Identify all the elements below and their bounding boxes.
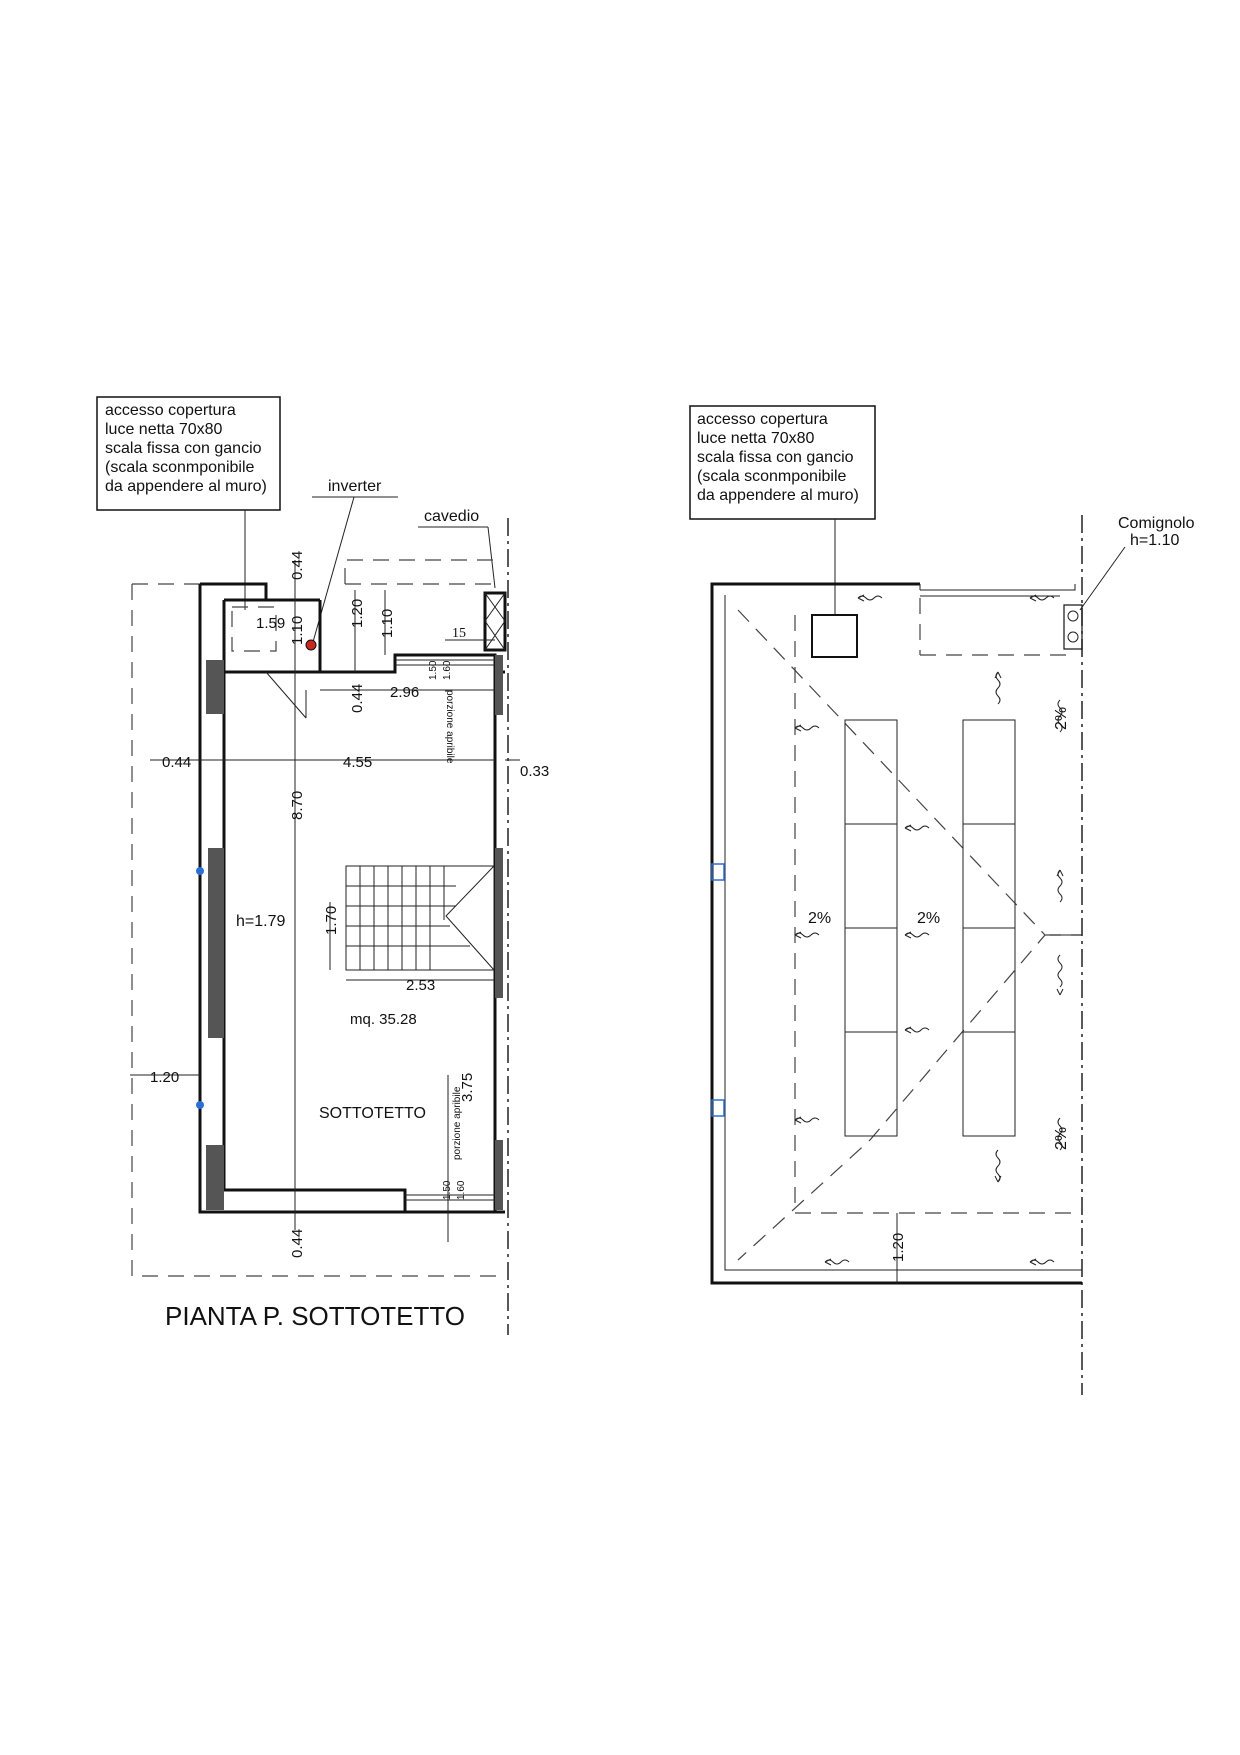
dim-1-10-a: 1.10 [289, 616, 306, 645]
left-blue-marker-2 [196, 1101, 204, 1109]
cavedio-label: cavedio [424, 508, 479, 525]
dim-1-60-top: 1.60 [442, 660, 453, 680]
cavedio-box [483, 591, 507, 652]
area-label: mq. 35.28 [350, 1011, 417, 1028]
dim-1-20-left: 1.20 [150, 1069, 179, 1086]
dim-2-53: 2.53 [406, 977, 435, 994]
left-dimension-lines [130, 560, 520, 1242]
dim-8-70: 8.70 [289, 791, 306, 820]
left-access-note-line2: luce netta 70x80 [105, 421, 223, 438]
chimney-box [1063, 604, 1083, 650]
pv-panels-column-1 [844, 719, 898, 1137]
roof-dim-1-20: 1.20 [890, 1233, 907, 1262]
dim-0-44-bot: 0.44 [289, 1229, 306, 1258]
porzione-apribile-bot: porzione apribile [452, 1086, 463, 1160]
dim-1-20: 1.20 [349, 599, 366, 628]
right-wall-hatch-3 [495, 1140, 503, 1210]
right-wall-hatch-2 [495, 848, 503, 998]
right-blue-marker-1 [711, 863, 725, 881]
left-wall-hatch-2 [208, 848, 224, 1038]
staircase [345, 865, 495, 971]
right-access-note-box [689, 405, 876, 520]
dim-2-96: 2.96 [390, 684, 419, 701]
terrace-dashed [344, 559, 495, 585]
dim-1-10-b: 1.10 [379, 609, 396, 638]
dim-15: 15 [452, 626, 466, 641]
inverter-marker [305, 639, 317, 651]
dim-1-50-top: 1.50 [428, 660, 439, 680]
pv-panels-column-2 [962, 719, 1016, 1137]
left-access-note-line1: accesso copertura [105, 402, 236, 419]
dim-0-33: 0.33 [520, 763, 549, 780]
right-access-note-line2: luce netta 70x80 [697, 430, 815, 447]
left-hatch-outline [231, 606, 277, 652]
right-access-note-line1: accesso copertura [697, 411, 828, 428]
chimney-label-1: Comignolo [1118, 515, 1195, 532]
roof-dashed-perimeter [794, 598, 1082, 1214]
left-access-note-line3: scala fissa con gancio [105, 440, 262, 457]
roof-access-hatch [811, 614, 858, 658]
bottom-window [405, 1194, 495, 1201]
dim-1-70: 1.70 [323, 906, 340, 935]
left-door-swing-a [265, 671, 307, 719]
inverter-label: inverter [328, 478, 382, 495]
slope-label-4: 2% [1053, 1127, 1070, 1150]
dim-3-75: 3.75 [459, 1073, 476, 1102]
slope-label-1: 2% [808, 910, 831, 927]
right-wall-hatch-1 [495, 655, 503, 715]
chimney-leader [1079, 546, 1126, 611]
dim-0-44-mid: 0.44 [349, 684, 366, 713]
slope-label-2: 2% [917, 910, 940, 927]
left-wall-hatch-3 [206, 1145, 224, 1210]
dim-1-50-bot: 1.50 [442, 1180, 453, 1200]
dim-1-59: 1.59 [256, 615, 285, 632]
left-access-note-box [96, 396, 281, 511]
dim-0-44-left: 0.44 [162, 754, 191, 771]
plan-title: PIANTA P. SOTTOTETTO [165, 1301, 465, 1331]
right-access-note-line4: (scala sconmponibile [697, 468, 847, 485]
roof-hip-lines [737, 609, 1082, 1261]
cavedio-cross [484, 592, 506, 651]
porzione-apribile-top: porzione apribile [444, 690, 455, 764]
slope-label-3: 2% [1053, 707, 1070, 730]
dim-1-60-bot: 1.60 [456, 1180, 467, 1200]
left-floor-plan: accesso copertura luce netta 70x80 scala… [96, 396, 549, 1335]
chimney-circle-1 [1067, 610, 1079, 622]
right-roof-plan: accesso copertura luce netta 70x80 scala… [689, 405, 1195, 1395]
right-access-note-line3: scala fissa con gancio [697, 449, 854, 466]
left-access-note-line5: da appendere al muro) [105, 478, 267, 495]
top-window [395, 659, 495, 666]
roof-inner-line [724, 584, 1082, 1271]
left-blue-marker-1 [196, 867, 204, 875]
height-label: h=1.79 [236, 913, 285, 930]
right-access-note-line5: da appendere al muro) [697, 487, 859, 504]
left-access-note-line4: (scala sconmponibile [105, 459, 255, 476]
chimney-circle-2 [1067, 631, 1079, 643]
left-wall-hatch-1 [206, 660, 224, 714]
dim-4-55: 4.55 [343, 754, 372, 771]
right-blue-marker-2 [711, 1099, 725, 1117]
dim-0-44-top: 0.44 [289, 551, 306, 580]
left-boundary-dashed [131, 583, 505, 1277]
cavedio-leader [487, 526, 496, 589]
chimney-label-2: h=1.10 [1130, 532, 1179, 549]
room-label: SOTTOTETTO [319, 1105, 426, 1122]
drainage-arrows [794, 594, 1064, 1266]
